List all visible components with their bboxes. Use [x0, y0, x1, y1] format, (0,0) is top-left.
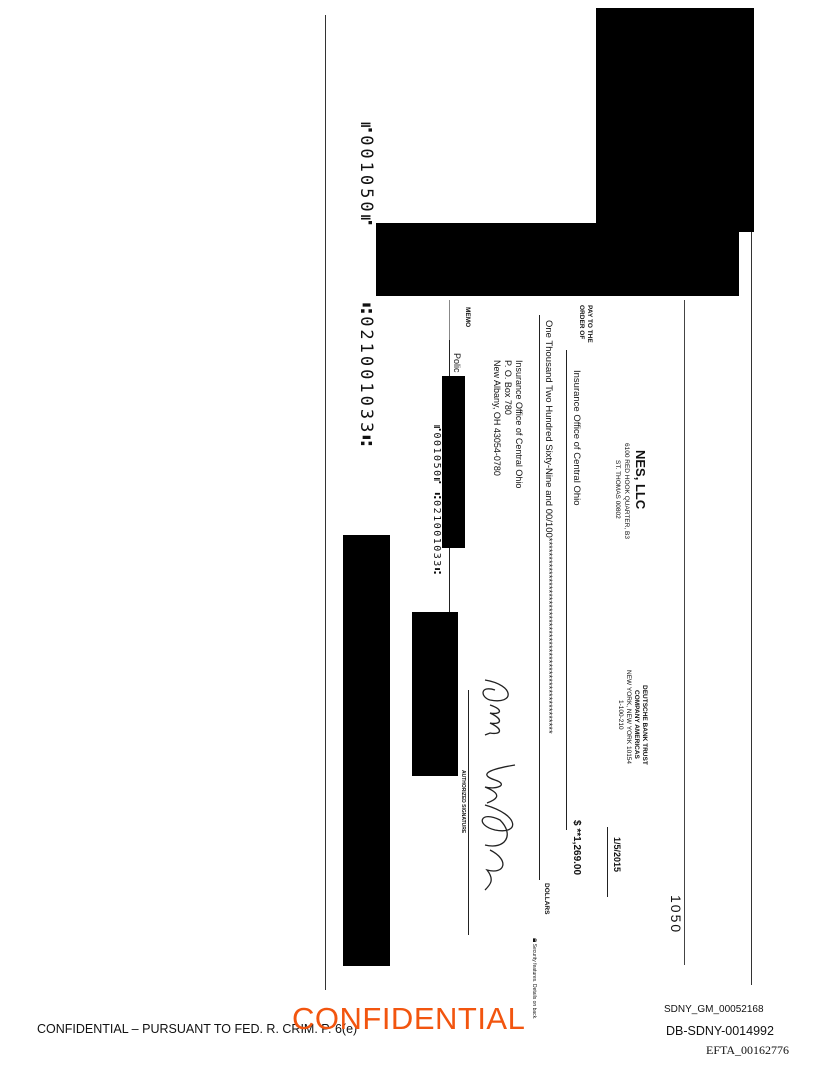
- payee-address-line2: P. O. Box 780: [503, 360, 513, 415]
- bank-routing-fraction: 1-100-210: [617, 700, 624, 730]
- date-line: [607, 827, 608, 897]
- payee-name: Insurance Office of Central Ohio: [571, 370, 582, 506]
- memo-label: MEMO: [464, 307, 471, 328]
- bank-name-line2: COMPANY AMERICAS: [633, 690, 640, 759]
- check-micr-line: ⑈001050⑈ ⑆021001033⑆: [431, 425, 442, 576]
- redaction-box: [376, 223, 739, 296]
- amount-words-line: [539, 315, 540, 880]
- scan-edge-right: [751, 10, 752, 985]
- payee-address-line1: Insurance Office of Central Ohio: [514, 360, 524, 489]
- drawer-name: NES, LLC: [633, 450, 648, 510]
- padlock-icon: 🔒︎: [531, 938, 540, 943]
- dollars-label: DOLLARS: [543, 883, 550, 915]
- confidential-notice: CONFIDENTIAL – PURSUANT TO FED. R. CRIM.…: [37, 1022, 358, 1036]
- security-note: 🔒︎ Security features. Details on back.: [530, 938, 540, 1020]
- signature-image: [481, 679, 516, 891]
- redaction-box: [596, 8, 754, 232]
- check-date: 1/5/2015: [612, 837, 622, 873]
- signature-line: [468, 690, 469, 935]
- bates-efta: EFTA_00162776: [706, 1043, 790, 1057]
- redaction-box: [412, 612, 458, 776]
- amount-numeric: $ **1,269.00: [571, 820, 582, 876]
- memo-value: Polic: [452, 353, 462, 373]
- redaction-box: [343, 535, 390, 966]
- redaction-box: [442, 376, 465, 548]
- bank-name-line1: DEUTSCHE BANK TRUST: [641, 685, 648, 765]
- bates-sdny-gm: SDNY_GM_00052168: [664, 1004, 764, 1015]
- check: NES, LLC 6100 RED HOOK QUARTER, B3 ST. T…: [431, 295, 690, 1020]
- payee-line: [566, 350, 567, 830]
- security-note-text: Security features. Details on back.: [531, 943, 537, 1020]
- outer-micr-routing: ⑆021001033⑆: [356, 303, 376, 449]
- check-number: 1050: [668, 895, 684, 935]
- payee-address-line3: New Albany, OH 43054-0780: [492, 360, 502, 476]
- bank-city: NEW YORK, NEW YORK 10154: [625, 670, 632, 765]
- scan-edge-left: [325, 15, 326, 990]
- drawer-address-line2: ST. THOMAS 00802: [614, 460, 621, 519]
- outer-micr-check-number: ⑈001050⑈: [356, 122, 376, 228]
- pay-to-label-line1: PAY TO THE: [586, 305, 593, 343]
- signature-label: AUTHORIZED SIGNATURE: [460, 770, 466, 834]
- confidential-stamp: CONFIDENTIAL: [292, 1001, 526, 1036]
- bates-db-sdny: DB-SDNY-0014992: [666, 1024, 774, 1038]
- amount-words: One Thousand Two Hundred Sixty-Nine and …: [543, 320, 554, 734]
- check-top-border: [684, 300, 685, 965]
- pay-to-label-line2: ORDER OF: [578, 305, 585, 340]
- drawer-address-line1: 6100 RED HOOK QUARTER, B3: [623, 443, 630, 539]
